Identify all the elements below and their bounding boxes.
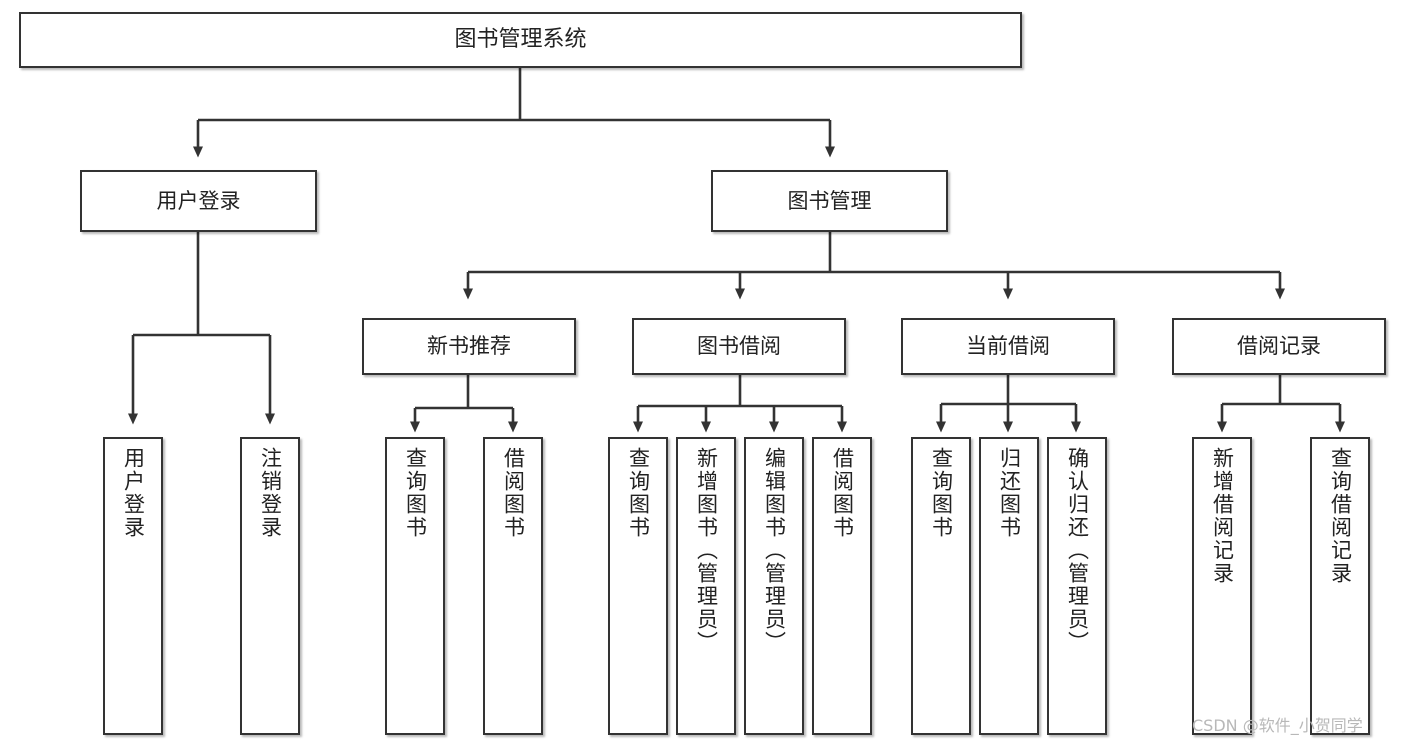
node-label: 新书推荐 (427, 334, 511, 359)
leaf-new-book-query-book[interactable]: 查询图书 (385, 437, 445, 735)
node-label: 图书管理系统 (454, 27, 587, 53)
leaf-current-borrow-return-book[interactable]: 归还图书 (979, 437, 1039, 735)
leaf-book-borrow-edit-book-admin[interactable]: 编辑图书（管理员） (744, 437, 804, 735)
node-root-book-management-system[interactable]: 图书管理系统 (19, 12, 1022, 68)
node-borrow-record[interactable]: 借阅记录 (1172, 318, 1386, 375)
node-book-borrow[interactable]: 图书借阅 (632, 318, 846, 375)
leaf-new-book-borrow-book[interactable]: 借阅图书 (483, 437, 543, 735)
node-label: 编辑图书（管理员） (762, 447, 787, 654)
node-label: 用户登录 (121, 447, 146, 539)
node-label: 图书借阅 (697, 334, 781, 359)
node-label: 查询借阅记录 (1328, 447, 1353, 585)
node-label: 借阅图书 (501, 447, 526, 539)
leaf-borrow-record-query-record[interactable]: 查询借阅记录 (1310, 437, 1370, 735)
node-current-borrow[interactable]: 当前借阅 (901, 318, 1115, 375)
leaf-user-login-logout[interactable]: 注销登录 (240, 437, 300, 735)
node-label: 查询图书 (403, 447, 428, 539)
leaf-user-login-login[interactable]: 用户登录 (103, 437, 163, 735)
node-label: 借阅图书 (830, 447, 855, 539)
node-label: 当前借阅 (966, 334, 1050, 359)
watermark-text: CSDN @软件_小贺同学 (1192, 716, 1363, 735)
node-label: 图书管理 (787, 188, 872, 213)
leaf-current-borrow-query-book[interactable]: 查询图书 (911, 437, 971, 735)
node-label: 查询图书 (929, 447, 954, 539)
node-label: 查询图书 (626, 447, 651, 539)
leaf-borrow-record-add-record[interactable]: 新增借阅记录 (1192, 437, 1252, 735)
leaf-book-borrow-query-book[interactable]: 查询图书 (608, 437, 668, 735)
leaf-book-borrow-borrow-book[interactable]: 借阅图书 (812, 437, 872, 735)
node-user-login[interactable]: 用户登录 (80, 170, 317, 232)
leaf-book-borrow-add-book-admin[interactable]: 新增图书（管理员） (676, 437, 736, 735)
node-new-book-recommend[interactable]: 新书推荐 (362, 318, 576, 375)
node-label: 用户登录 (156, 188, 241, 213)
node-label: 归还图书 (997, 447, 1022, 539)
node-label: 借阅记录 (1237, 334, 1321, 359)
node-label: 确认归还（管理员） (1065, 447, 1090, 654)
node-label: 新增借阅记录 (1210, 447, 1235, 585)
node-label: 注销登录 (258, 447, 283, 539)
node-book-management[interactable]: 图书管理 (711, 170, 948, 232)
leaf-current-borrow-confirm-return-admin[interactable]: 确认归还（管理员） (1047, 437, 1107, 735)
node-label: 新增图书（管理员） (694, 447, 719, 654)
